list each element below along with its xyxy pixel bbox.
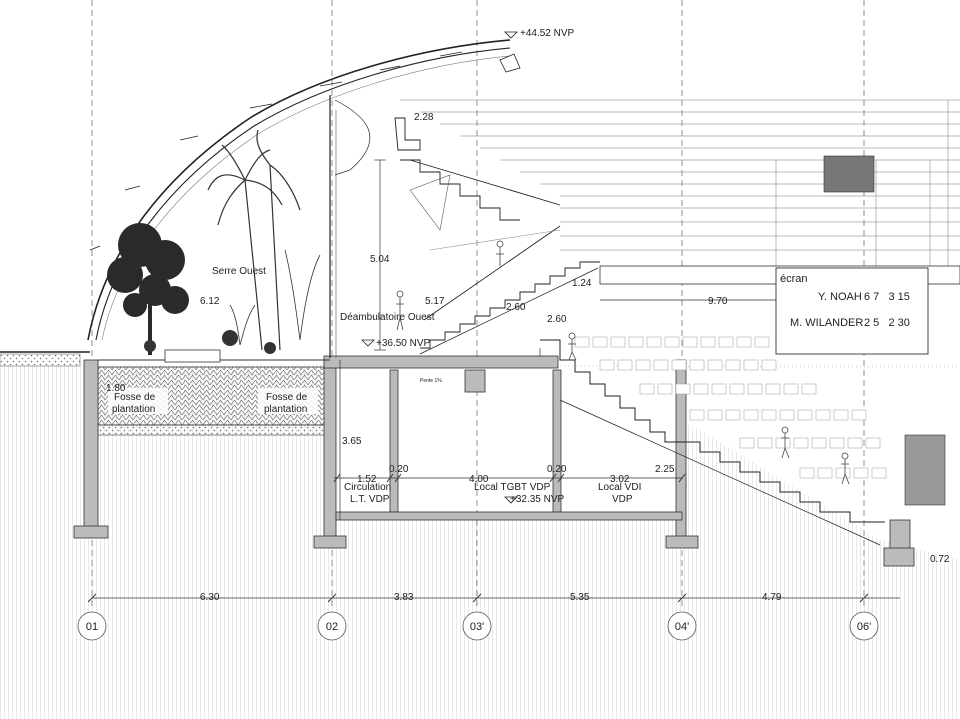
dimension-lines <box>92 159 900 599</box>
dim-3-65: 3.65 <box>342 436 362 447</box>
seat-rows <box>574 336 887 479</box>
level-top: +44.52 NVP <box>520 28 575 39</box>
pit-label-bg-1 <box>108 388 168 414</box>
scoreboard-player-2: M. WILANDER <box>790 317 863 329</box>
grid-axis-06: 06' <box>857 621 871 633</box>
span-6-30: 6.30 <box>200 592 220 603</box>
shrubs <box>144 330 276 354</box>
upper-stands <box>400 99 960 268</box>
basement-slab <box>335 511 683 521</box>
dim-2-28: 2.28 <box>414 112 434 123</box>
small-plants <box>229 249 321 346</box>
dim-9-70: 9.70 <box>708 296 728 307</box>
tree-left <box>107 223 189 355</box>
upper-box <box>823 155 875 193</box>
level-floor: +36.50 NVP <box>376 338 431 349</box>
slope-note: Pente 1% <box>420 378 442 384</box>
dim-6-12: 6.12 <box>200 296 220 307</box>
dim-0-72: 0.72 <box>930 554 950 565</box>
surface-strip <box>0 353 81 367</box>
room-serre: Serre Ouest <box>212 266 266 277</box>
dim-1-52: 1.52 <box>357 474 377 485</box>
dim-3-02: 3.02 <box>610 474 630 485</box>
scoreboard <box>775 267 929 355</box>
room-vdi-line1: Local VDI <box>598 482 641 493</box>
scoreboard-title: écran <box>780 273 808 285</box>
level-basement: +32.35 NVP <box>510 494 565 505</box>
span-4-79: 4.79 <box>762 592 782 603</box>
dimension-ticks <box>87 473 869 603</box>
dim-5-17: 5.17 <box>425 296 445 307</box>
palm-tree <box>207 129 301 351</box>
room-circulation-line2: L.T. VDP <box>350 494 390 505</box>
room-fosse-2-line2: plantation <box>264 404 307 415</box>
grid-axis-03: 03' <box>470 621 484 633</box>
grid-axis-02: 02 <box>326 621 338 633</box>
span-5-35: 5.35 <box>570 592 590 603</box>
right-block <box>904 434 946 506</box>
dim-2-60b: 2.60 <box>547 314 567 325</box>
scoreboard-score-1: 6 7 3 15 <box>864 291 910 303</box>
upper-seat <box>394 117 421 151</box>
room-vdi-line2: VDP <box>612 494 633 505</box>
dim-2-60a: 2.60 <box>506 302 526 313</box>
dim-0-20b: 0.20 <box>547 464 567 475</box>
grid-axis-01: 01 <box>86 621 98 633</box>
people <box>396 240 850 485</box>
dim-1-80: 1.80 <box>106 383 126 394</box>
dim-0-20a: 0.20 <box>389 464 409 475</box>
grid-circles <box>77 611 879 641</box>
scoreboard-player-1: Y. NOAH <box>818 291 862 303</box>
pit-gravel <box>97 424 327 436</box>
foundations <box>73 359 915 567</box>
lower-stands <box>540 339 885 546</box>
room-fosse-2-line1: Fosse de <box>266 392 308 403</box>
pit-label-bg-2 <box>258 388 318 414</box>
span-3-83: 3.83 <box>394 592 414 603</box>
room-fosse-1-line1: Fosse de <box>114 392 156 403</box>
upper-stair <box>400 159 600 355</box>
dim-5-04: 5.04 <box>370 254 390 265</box>
room-circulation-line1: Circulation <box>344 482 391 493</box>
room-fosse-1-line2: plantation <box>112 404 155 415</box>
room-deambulatoire: Déambulatoire Ouest <box>340 312 435 323</box>
dim-4-00: 4.00 <box>469 474 489 485</box>
level-markers <box>361 31 518 504</box>
planter-box <box>164 349 221 363</box>
floor-slab <box>323 355 559 369</box>
grid-axis-04: 04' <box>675 621 689 633</box>
scoreboard-score-2: 2 5 2 30 <box>864 317 910 329</box>
room-tgbt: Local TGBT VDP <box>474 482 551 493</box>
stair-triangle <box>409 174 451 231</box>
dim-1-24: 1.24 <box>572 278 592 289</box>
dim-2-25: 2.25 <box>655 464 675 475</box>
